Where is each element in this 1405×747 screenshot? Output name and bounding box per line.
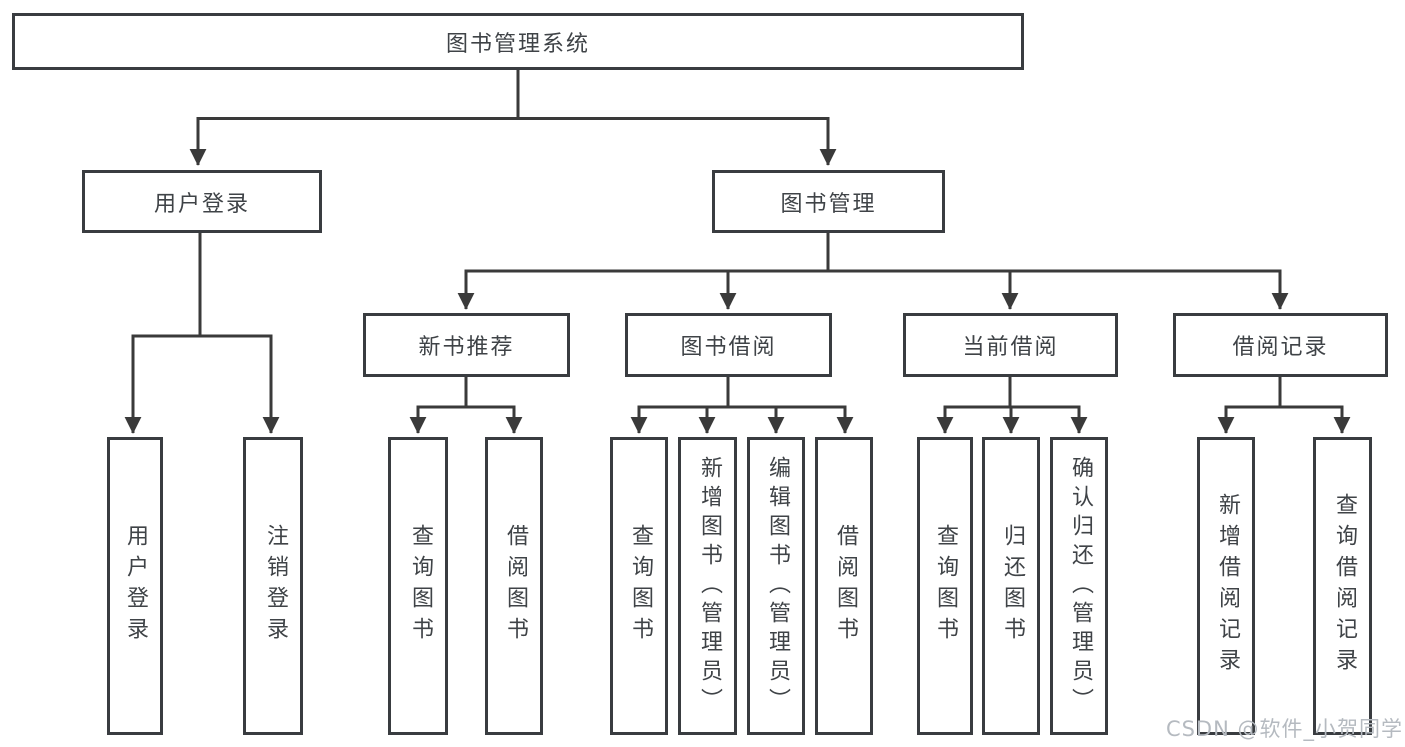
node-book-borrowing: 图书借阅 — [625, 313, 832, 377]
node-records-query-borrow-record: 查询借阅记录 — [1313, 437, 1372, 735]
node-logout-leaf: 注销登录 — [243, 437, 303, 735]
node-user-login: 用户登录 — [82, 170, 322, 233]
node-new-book-recommendation: 新书推荐 — [363, 313, 570, 377]
node-borrow-add-books-admin: 新增图书（管理员） — [678, 437, 737, 735]
node-current-borrowing: 当前借阅 — [903, 313, 1118, 377]
node-borrowing-records: 借阅记录 — [1173, 313, 1388, 377]
node-borrow-edit-books-admin: 编辑图书（管理员） — [747, 437, 805, 735]
node-library-management-system: 图书管理系统 — [12, 13, 1024, 70]
node-records-add-borrow-record: 新增借阅记录 — [1197, 437, 1255, 735]
node-newbook-borrow-books: 借阅图书 — [485, 437, 543, 735]
node-book-management: 图书管理 — [712, 170, 945, 233]
csdn-watermark: CSDN @软件_小贺同学 — [1165, 717, 1403, 741]
node-newbook-query-books: 查询图书 — [388, 437, 448, 735]
node-borrow-borrow-books: 借阅图书 — [815, 437, 873, 735]
node-borrow-query-books: 查询图书 — [610, 437, 668, 735]
node-current-confirm-return-admin: 确认归还（管理员） — [1050, 437, 1108, 735]
node-user-login-leaf: 用户登录 — [107, 437, 163, 735]
node-current-return-books: 归还图书 — [982, 437, 1040, 735]
node-current-query-books: 查询图书 — [917, 437, 973, 735]
